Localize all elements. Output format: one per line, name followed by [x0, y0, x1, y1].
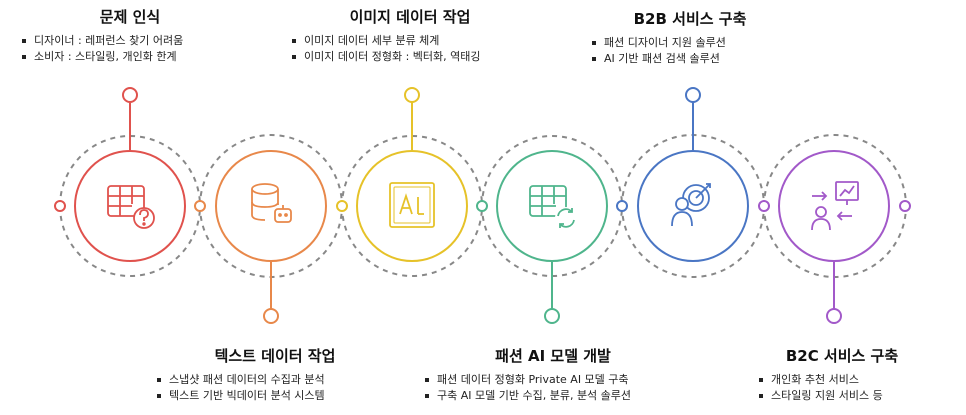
stage-bullets: 패션 디자이너 지원 솔루션 AI 기반 패션 검색 솔루션 [590, 35, 790, 67]
stage-1-label: 문제 인식 디자이너 : 레퍼런스 찾기 어려움 소비자 : 스타일링, 개인화… [20, 6, 240, 65]
stage-title: 이미지 데이터 작업 [349, 8, 471, 26]
table-refresh-icon [529, 185, 577, 229]
target-user-icon [671, 183, 711, 227]
stage-bullets: 디자이너 : 레퍼런스 찾기 어려움 소비자 : 스타일링, 개인화 한계 [20, 33, 240, 65]
bullet-item: 스냅샷 패션 데이터의 수집과 분석 [155, 372, 395, 388]
stage-title: B2C 서비스 구축 [785, 347, 899, 365]
stage-5-node [616, 87, 749, 262]
stage-bullets: 개인화 추천 서비스 스타일링 지원 서비스 등 [757, 372, 927, 404]
stage-6-node [758, 150, 911, 324]
ai-icon [389, 182, 435, 228]
stage-4-label: 패션 AI 모델 개발 패션 데이터 정형화 Private AI 모델 구축 … [423, 345, 683, 404]
stage-bullets: 패션 데이터 정형화 Private AI 모델 구축 구축 AI 모델 기반 … [423, 372, 683, 404]
bullet-item: AI 기반 패션 검색 솔루션 [590, 51, 790, 67]
bullet-item: 패션 디자이너 지원 솔루션 [590, 35, 790, 51]
presenter-icon [811, 181, 859, 231]
table-question-icon [107, 185, 155, 229]
stage-2-node [194, 150, 327, 324]
database-bot-icon [251, 183, 292, 223]
bullet-item: 패션 데이터 정형화 Private AI 모델 구축 [423, 372, 683, 388]
bullet-item: 구축 AI 모델 기반 수집, 분류, 분석 솔루션 [423, 388, 683, 404]
bullet-item: 이미지 데이터 정형화 : 벡터화, 역태깅 [290, 49, 530, 65]
stage-bullets: 스냅샷 패션 데이터의 수집과 분석 텍스트 기반 빅데이터 분석 시스템 [155, 372, 395, 404]
stage-6-label: B2C 서비스 구축 개인화 추천 서비스 스타일링 지원 서비스 등 [757, 345, 927, 404]
bullet-item: 소비자 : 스타일링, 개인화 한계 [20, 49, 240, 65]
bullet-item: 텍스트 기반 빅데이터 분석 시스템 [155, 388, 395, 404]
stage-4-node [476, 150, 608, 324]
stage-5-label: B2B 서비스 구축 패션 디자이너 지원 솔루션 AI 기반 패션 검색 솔루… [590, 8, 790, 67]
stage-title: 패션 AI 모델 개발 [495, 347, 611, 365]
stage-1-node [54, 87, 186, 262]
bullet-item: 이미지 데이터 세부 분류 체계 [290, 33, 530, 49]
stage-bullets: 이미지 데이터 세부 분류 체계 이미지 데이터 정형화 : 벡터화, 역태깅 [290, 33, 530, 65]
stage-title: B2B 서비스 구축 [633, 10, 747, 28]
stage-title: 텍스트 데이터 작업 [214, 347, 336, 365]
bullet-item: 디자이너 : 레퍼런스 찾기 어려움 [20, 33, 240, 49]
bullet-item: 개인화 추천 서비스 [757, 372, 927, 388]
stage-3-node [336, 87, 468, 262]
stage-2-label: 텍스트 데이터 작업 스냅샷 패션 데이터의 수집과 분석 텍스트 기반 빅데이… [155, 345, 395, 404]
stage-3-label: 이미지 데이터 작업 이미지 데이터 세부 분류 체계 이미지 데이터 정형화 … [290, 6, 530, 65]
bullet-item: 스타일링 지원 서비스 등 [757, 388, 927, 404]
stage-title: 문제 인식 [99, 8, 161, 26]
